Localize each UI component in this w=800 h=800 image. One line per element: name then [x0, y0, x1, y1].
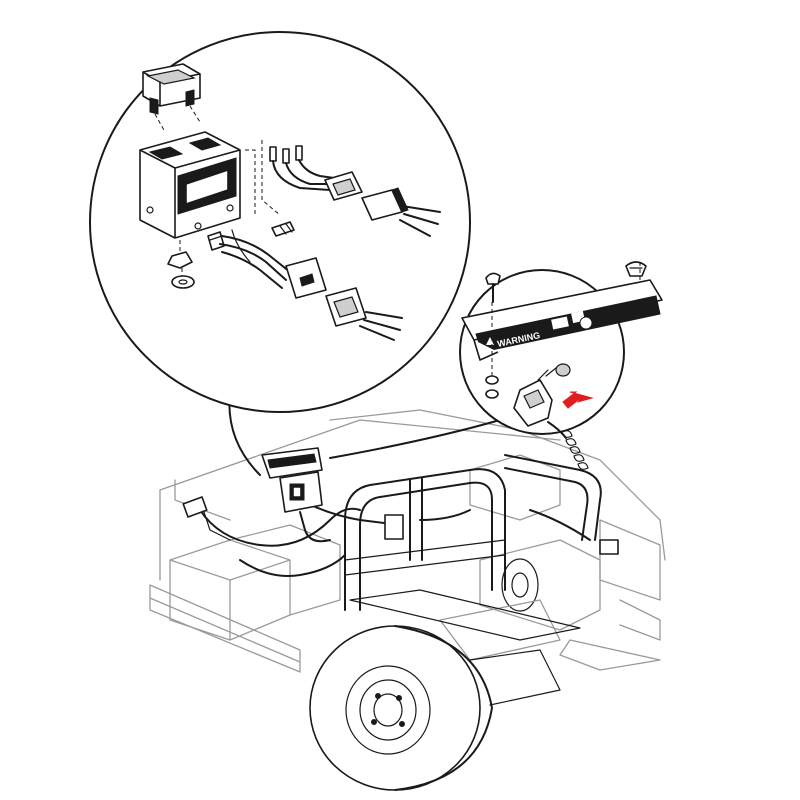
red-callout-arrow	[562, 391, 594, 409]
switch-housing	[139, 131, 241, 239]
lower-harness	[219, 229, 403, 341]
mounted-switch-assembly	[261, 447, 331, 543]
switch-detail-circle	[89, 31, 471, 413]
upper-connector	[324, 171, 441, 237]
leader-from-small-circle	[329, 419, 501, 459]
warning-plate: WARNING	[461, 262, 663, 361]
cart-chassis	[149, 409, 666, 673]
seat-frame	[344, 454, 602, 641]
nut-and-washer	[167, 240, 195, 289]
label-plate-detail: WARNING	[459, 261, 663, 470]
plate-screws	[485, 261, 647, 303]
warning-triangle-icon	[486, 337, 494, 345]
harness-bolt	[207, 231, 225, 251]
key-switch	[485, 302, 571, 427]
coiled-cord	[547, 421, 589, 470]
rear-wheel	[309, 625, 561, 791]
wire-terminals	[269, 145, 335, 191]
cart-wiring	[182, 496, 619, 577]
mounting-screw	[271, 221, 295, 237]
rocker-switch	[142, 63, 201, 133]
